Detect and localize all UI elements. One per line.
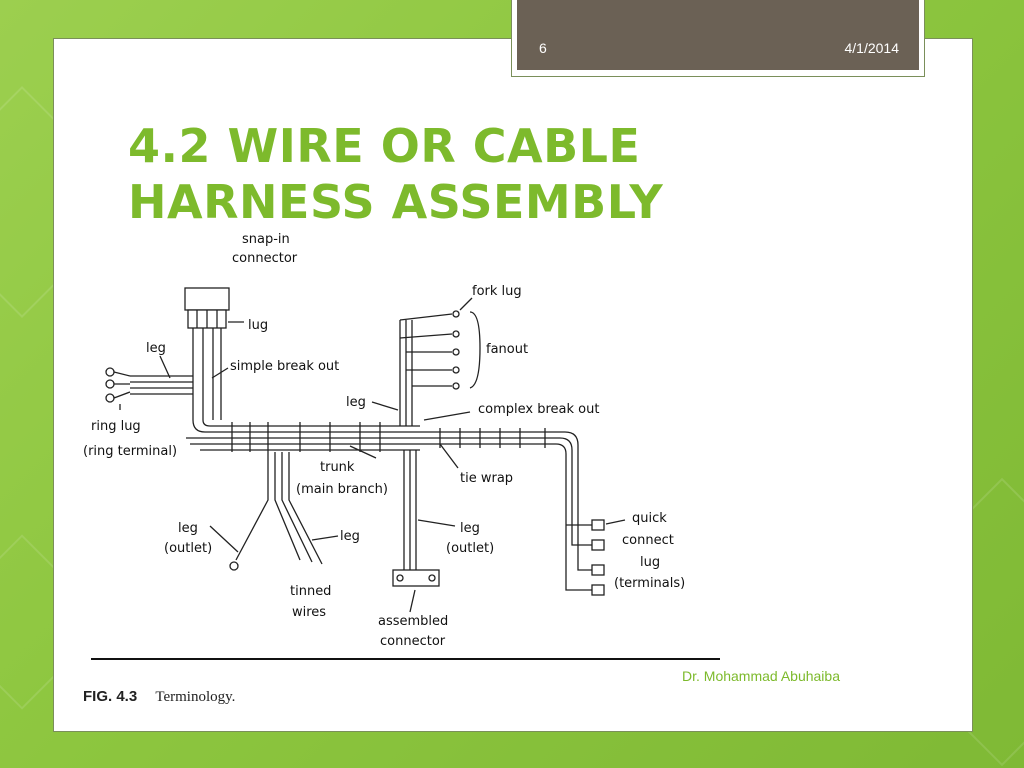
label-ring-lug: ring lug: [91, 419, 141, 434]
label-fork-lug: fork lug: [472, 284, 522, 299]
label-outlet-right: (outlet): [446, 541, 494, 556]
label-tie-wrap: tie wrap: [460, 471, 513, 486]
slide-number: 6: [539, 40, 547, 56]
label-wires: wires: [292, 605, 326, 620]
label-trunk: trunk: [320, 460, 355, 475]
slide-header-tab: 6 4/1/2014: [511, 0, 925, 77]
lower-left-leg: [235, 452, 323, 565]
figure-caption: FIG. 4.3 Terminology.: [83, 688, 235, 706]
slide-title: 4.2 WIRE OR CABLE HARNESS ASSEMBLY: [128, 119, 664, 229]
label-leg-outlet-right: leg: [460, 521, 480, 536]
fanout-leg: [399, 320, 413, 426]
figure-number: FIG. 4.3: [83, 688, 138, 705]
label-quick: quick: [632, 511, 667, 526]
label-snap-in: snap-in: [242, 232, 290, 247]
label-leg-lower: leg: [340, 529, 360, 544]
slide-date: 4/1/2014: [844, 40, 900, 56]
quick-connect-wires: [565, 520, 592, 591]
label-main-branch: (main branch): [296, 482, 388, 497]
label-assembled-connector: connector: [380, 634, 446, 649]
left-leg: [130, 375, 193, 395]
label-lug-terminals: lug: [640, 555, 660, 570]
trunk-right: [420, 431, 579, 520]
label-leg-outlet-left: leg: [178, 521, 198, 536]
label-fanout: fanout: [486, 342, 528, 357]
label-connect: connect: [622, 533, 674, 548]
label-ring-terminal: (ring terminal): [83, 444, 177, 459]
label-tinned: tinned: [290, 584, 331, 599]
figure-caption-text: Terminology.: [155, 689, 236, 705]
label-leg-top-left: leg: [146, 341, 166, 356]
label-connector: connector: [232, 251, 298, 266]
snap-in-connector-shape: [184, 287, 230, 311]
connector-leg: [192, 328, 222, 420]
label-outlet-left: (outlet): [164, 541, 212, 556]
fanout-wires: [399, 313, 453, 387]
slide-author: Dr. Mohammad Abuhaiba: [682, 668, 840, 684]
label-terminals: (terminals): [614, 576, 685, 591]
assembled-connector-leg: [403, 450, 417, 570]
label-complex-break-out: complex break out: [478, 402, 599, 417]
assembled-connector-shape: [392, 569, 440, 587]
label-simple-break-out: simple break out: [230, 359, 339, 374]
trunk: [186, 419, 420, 451]
label-assembled: assembled: [378, 614, 448, 629]
label-lug: lug: [248, 318, 268, 333]
slide-card: [53, 38, 973, 732]
slide-header-bar: 6 4/1/2014: [517, 0, 919, 70]
label-leg-mid: leg: [346, 395, 366, 410]
